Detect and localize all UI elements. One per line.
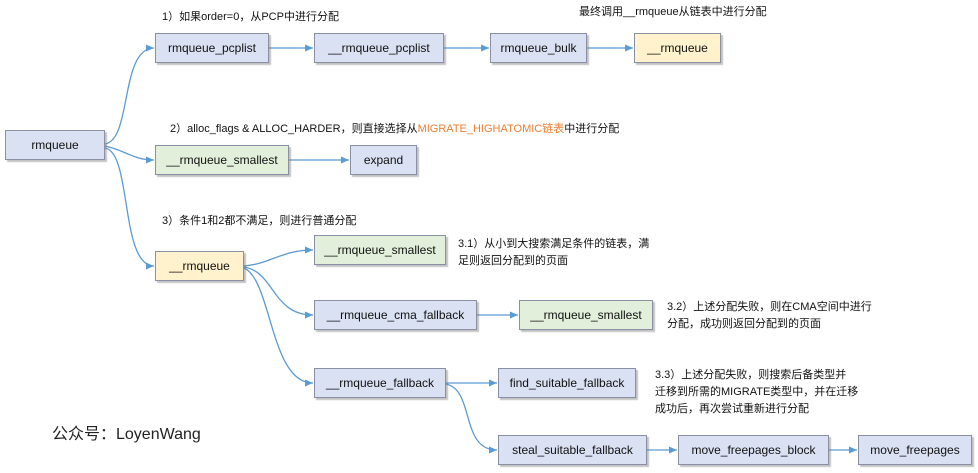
note-step-3-2-line-1: 3.2）上述分配失败，则在CMA空间中进行 — [667, 301, 872, 313]
node-__rmqueue-smallest: __rmqueue_smallest — [314, 235, 446, 265]
edge-rmqueue-to-rmqueue — [104, 147, 155, 270]
note-step-3-1: 3.1）从小到大搜索满足条件的链表，满 足则返回分配到的页面 — [458, 236, 649, 270]
node-rmqueue: rmqueue — [5, 130, 105, 160]
note-step-2-tail: 中进行分配 — [564, 123, 620, 135]
note-step-2-highlight: MIGRATE_HIGHATOMIC链表 — [417, 123, 565, 135]
edge-rmqueue-to-cma-fallback — [243, 266, 314, 319]
node-__rmqueue: __rmqueue — [155, 251, 244, 281]
note-final-call: 最终调用__rmqueue从链表中进行分配 — [579, 6, 767, 18]
note-step-3-2-line-2: 分配，成功则返回分配到的页面 — [667, 318, 821, 330]
edge-rmqueue-to-smallest-mid — [243, 246, 314, 267]
note-step-3-3: 3.3）上述分配失败，则搜索后备类型并 迁移到所需的MIGRATE类型中，并在迁… — [655, 367, 858, 418]
watermark-brand: 公众号：LoyenWang — [52, 426, 201, 443]
edge-fallback-to-steal — [445, 383, 498, 454]
node-expand: expand — [350, 145, 417, 175]
note-step-1: 1）如果order=0，从PCP中进行分配 — [162, 11, 339, 23]
note-step-3-3-line-1: 3.3）上述分配失败，则搜索后备类型并 — [655, 369, 847, 381]
node-move-freepages: move_freepages — [858, 435, 972, 465]
node-find-suitable-fallback: find_suitable_fallback — [498, 368, 636, 398]
node-steal-suitable-fallback: steal_suitable_fallback — [498, 435, 647, 465]
node-__rmqueue-pcplist: __rmqueue_pcplist — [314, 33, 444, 63]
note-step-3: 3）条件1和2都不满足，则进行普通分配 — [162, 215, 357, 227]
note-step-3-1-line-2: 足则返回分配到的页面 — [458, 255, 568, 267]
note-step-2-text: 2）alloc_flags & ALLOC_HARDER，则直接选择从 — [170, 123, 418, 135]
node-__rmqueue-cma-fallback: __rmqueue_cma_fallback — [314, 300, 477, 330]
node-__rmqueue-smallest-highatomic: __rmqueue_smallest — [155, 145, 289, 175]
node-__rmqueue-fallback: __rmqueue_fallback — [314, 368, 446, 398]
node-__rmqueue-final: __rmqueue — [634, 33, 721, 63]
edge-rmqueue-to-smallest — [104, 145, 155, 164]
note-step-3-3-line-2: 迁移到所需的MIGRATE类型中，并在迁移 — [655, 386, 859, 398]
edge-rmqueue-to-pcplist — [104, 44, 155, 145]
note-step-2: 2）alloc_flags & ALLOC_HARDER，则直接选择从MIGRA… — [170, 121, 619, 138]
edge-rmqueue-to-fallback — [243, 267, 314, 387]
note-step-3-2: 3.2）上述分配失败，则在CMA空间中进行 分配，成功则返回分配到的页面 — [667, 299, 872, 333]
node-__rmqueue-smallest-cma: __rmqueue_smallest — [519, 300, 653, 330]
node-rmqueue-pcplist: rmqueue_pcplist — [155, 33, 269, 63]
note-step-3-3-line-3: 成功后，再次尝试重新进行分配 — [655, 403, 809, 415]
note-step-3-1-line-1: 3.1）从小到大搜索满足条件的链表，满 — [458, 238, 650, 250]
node-move-freepages-block: move_freepages_block — [678, 435, 829, 465]
node-rmqueue-bulk: rmqueue_bulk — [490, 33, 587, 63]
